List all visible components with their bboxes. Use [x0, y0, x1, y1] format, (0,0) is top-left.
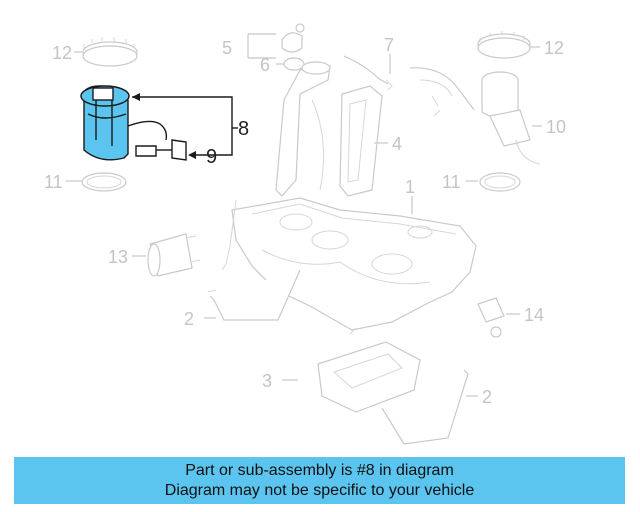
- lock-ring-left: [82, 37, 138, 67]
- banner-line-2: Diagram may not be specific to your vehi…: [164, 482, 475, 499]
- callout-4: 4: [392, 134, 402, 154]
- arrow-9: [188, 151, 196, 159]
- leader-8: [132, 96, 233, 156]
- callout-11b: 11: [442, 172, 461, 192]
- tank-strap-left: [207, 269, 301, 321]
- callout-11a: 11: [44, 172, 63, 192]
- callout-12b: 12: [544, 38, 564, 58]
- callout-9: 9: [206, 146, 217, 168]
- callout-7: 7: [384, 35, 394, 55]
- callout-6: 6: [260, 55, 270, 75]
- tank-strap-right: [381, 369, 469, 445]
- filler-cap: [281, 23, 305, 53]
- fuel-pump-module-highlight: [80, 85, 187, 161]
- callout-8: 8: [238, 118, 249, 140]
- callout-2a: 2: [184, 309, 194, 329]
- banner-line-1: Part or sub-assembly is #8 in diagram: [185, 462, 454, 479]
- lock-ring-right: [477, 31, 531, 59]
- callout-14: 14: [524, 305, 544, 325]
- vent-pipe: [343, 55, 393, 91]
- gasket: [283, 57, 305, 71]
- parts-diagram: 12 8 9 11 13 5 6: [44, 23, 566, 445]
- callout-5: 5: [222, 38, 232, 58]
- fuel-sender-unit: [409, 67, 541, 165]
- info-banner: Part or sub-assembly is #8 in diagram Di…: [14, 457, 625, 504]
- fuel-tank: [221, 197, 477, 331]
- heat-shield: [339, 85, 383, 197]
- lower-shield: [317, 327, 421, 413]
- callout-2b: 2: [482, 387, 492, 407]
- filler-neck: [275, 61, 331, 197]
- callout-12a: 12: [52, 43, 72, 63]
- callout-1: 1: [405, 177, 415, 197]
- arrow-8: [132, 93, 140, 101]
- callout-3: 3: [262, 371, 272, 391]
- callout-10: 10: [546, 117, 566, 137]
- seal-left: [81, 172, 127, 192]
- seal-right: [479, 172, 521, 192]
- pressure-sensor: [477, 297, 505, 338]
- callout-13: 13: [108, 247, 128, 267]
- fuel-filter: [147, 233, 201, 277]
